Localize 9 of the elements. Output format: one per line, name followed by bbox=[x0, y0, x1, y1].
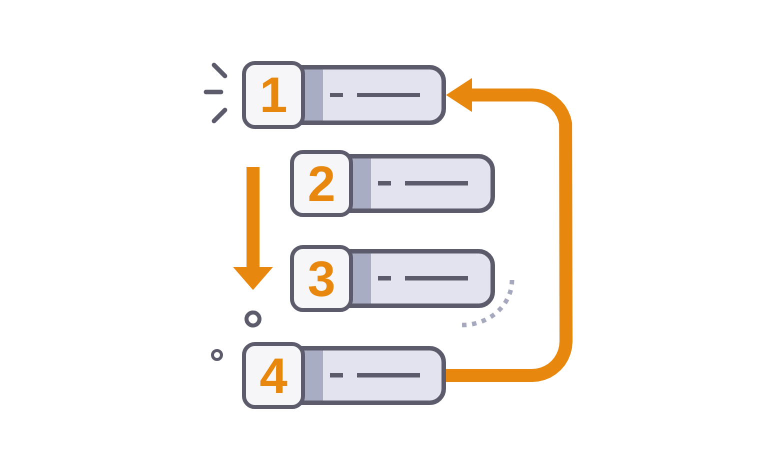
list-item bbox=[290, 150, 495, 217]
step-number: 4 bbox=[242, 342, 305, 409]
loop-arrow bbox=[446, 78, 572, 382]
step-number: 2 bbox=[290, 150, 353, 217]
step-number: 3 bbox=[290, 245, 353, 312]
list-item bbox=[242, 61, 446, 129]
list-item bbox=[242, 342, 446, 409]
list-item bbox=[290, 245, 495, 312]
step-number: 1 bbox=[242, 61, 305, 129]
